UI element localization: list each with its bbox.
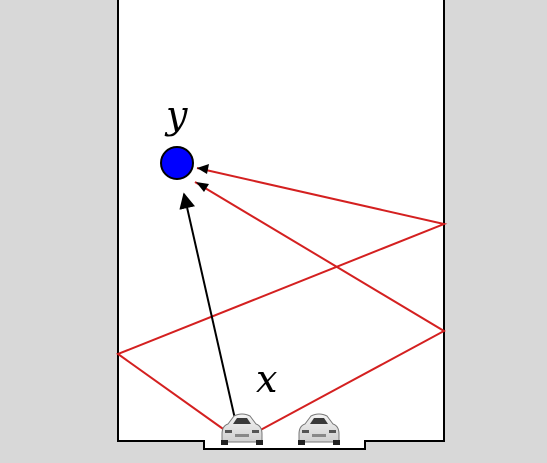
car-icon: [221, 413, 263, 445]
ground: [0, 441, 547, 463]
arrowhead-ray-1: [196, 182, 209, 192]
reflected-ray-1: [194, 181, 447, 442]
multipath-rays: [115, 167, 448, 442]
car-icon: [298, 413, 340, 445]
right-building: [444, 0, 547, 463]
source-label: x: [256, 357, 277, 401]
target-point: [160, 146, 194, 180]
reflected-ray-2: [115, 167, 448, 442]
target-label: y: [164, 93, 188, 137]
left-building: [0, 0, 118, 463]
direct-ray: [179, 192, 241, 442]
canyon-outline: [117, 0, 445, 450]
arrowhead-ray-2: [197, 164, 209, 174]
